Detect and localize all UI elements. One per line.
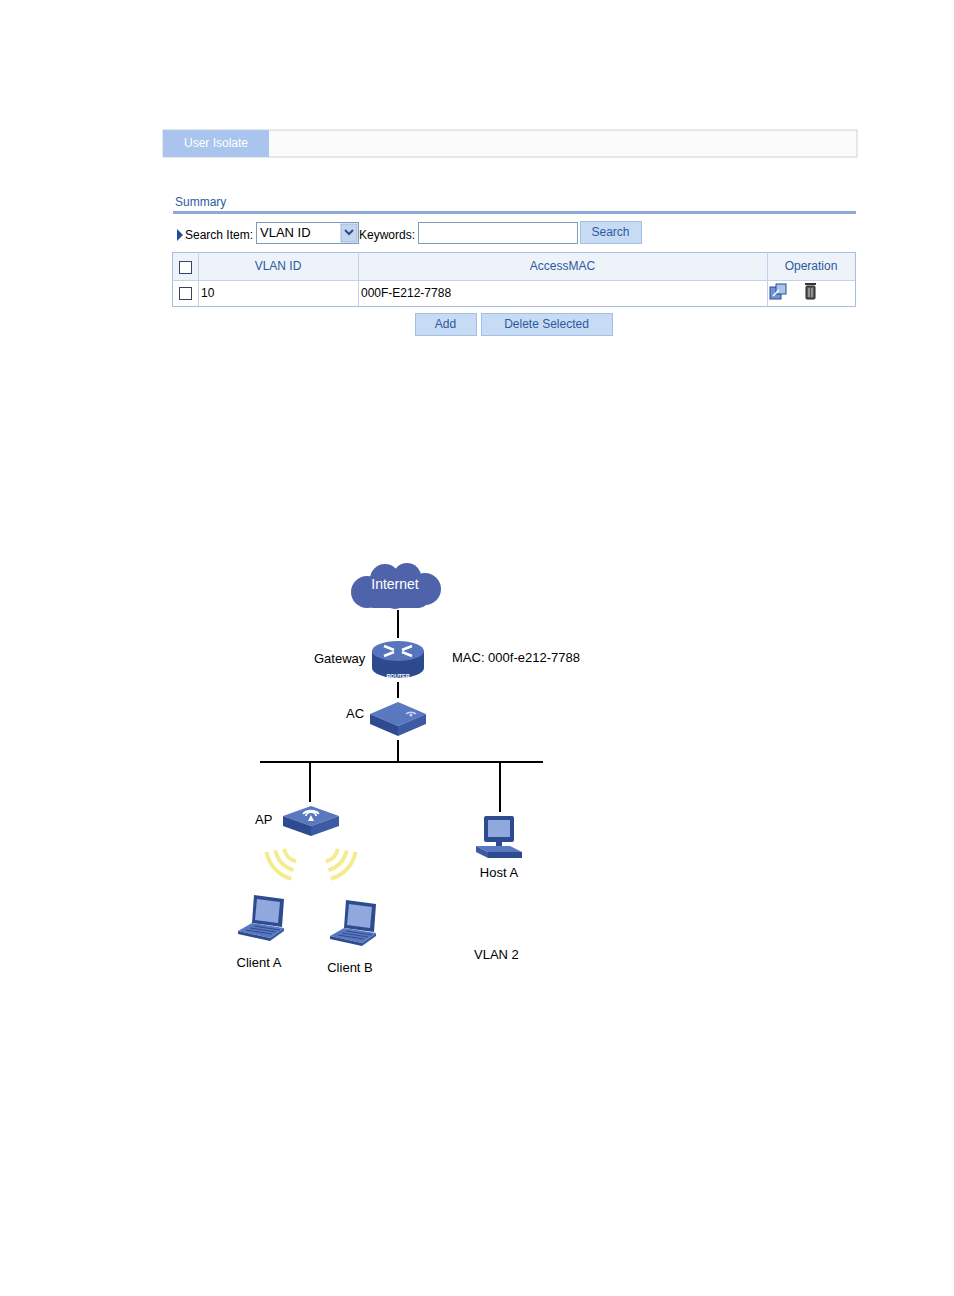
active-tab (163, 130, 269, 157)
edit-icon (770, 284, 786, 299)
select-button (341, 224, 357, 242)
flat-shape (370, 700, 426, 738)
laptop-shape (326, 898, 380, 950)
wave-arc (329, 850, 347, 870)
button-label: Delete Selected (481, 313, 612, 335)
select-box (257, 223, 359, 244)
node-label: Client A (228, 955, 290, 971)
table-cell: 000F-E212-7788 (361, 280, 561, 306)
table-frame (173, 253, 856, 307)
client-node: Client A (228, 893, 290, 973)
table-cell: 10 (201, 280, 351, 306)
field-label: Search Item: (185, 227, 257, 244)
wave-arc (326, 849, 338, 862)
node-label: Gateway (314, 651, 365, 667)
section-rule (173, 211, 856, 214)
button-label: Add (415, 313, 476, 335)
button-bg (581, 222, 642, 244)
ap-shape (283, 804, 339, 840)
ac-node: AC (340, 698, 428, 740)
wave-arc (284, 849, 296, 862)
node-label: Internet (345, 576, 445, 593)
laptop-shape (234, 893, 288, 945)
button-bg (416, 314, 477, 336)
mac-note: MAC: 000f-e212-7788 (452, 649, 602, 667)
tab-title: User Isolate (163, 130, 269, 157)
wave-arc (267, 852, 292, 879)
wave-arc (275, 850, 293, 870)
button-label: Search (580, 221, 641, 243)
icon-text: ROUTER (372, 672, 424, 680)
table-rule (358, 252, 359, 306)
node-label: Host A (468, 865, 530, 881)
host-node: Host A (468, 812, 530, 883)
tab-bar (163, 130, 857, 157)
table-rule (172, 280, 855, 281)
wave-arc (331, 852, 356, 879)
network-link (397, 682, 399, 698)
section-title: Summary (175, 194, 265, 210)
ellipse-shape (165, 782, 657, 1014)
table-header-bg (173, 253, 855, 280)
button-bg (482, 314, 613, 336)
table-header: VLAN ID (198, 252, 358, 280)
vlan-region: VLAN 2 AP Host A Client A Client B (165, 782, 657, 1014)
node-label: Client B (318, 960, 382, 976)
checkbox (180, 288, 192, 300)
pc-shape (474, 814, 524, 860)
node-label: VLAN 2 (474, 947, 519, 963)
select-value: VLAN ID (260, 224, 338, 241)
checkbox (180, 262, 192, 274)
network-link (397, 610, 399, 638)
bus-line (260, 761, 310, 763)
delete-icon (805, 283, 816, 299)
node-label: AC (346, 706, 364, 722)
bus-line (500, 761, 543, 763)
client-node: Client B (318, 898, 382, 978)
bullet-triangle (177, 229, 183, 241)
ap-node: AP (253, 802, 341, 842)
router-node: Gateway (310, 638, 428, 682)
table-rule (767, 252, 768, 306)
network-link (398, 740, 500, 812)
table-rule (198, 252, 199, 306)
wireless-waves (267, 849, 356, 879)
keyword-input (419, 223, 578, 244)
field-label: Keywords: (359, 227, 418, 244)
network-link (310, 740, 398, 802)
node-label: AP (255, 812, 272, 828)
select-arrow (345, 230, 353, 234)
table-header: Operation (767, 252, 855, 280)
cloud-node: Internet (345, 562, 445, 610)
table-header: AccessMAC (358, 252, 767, 280)
